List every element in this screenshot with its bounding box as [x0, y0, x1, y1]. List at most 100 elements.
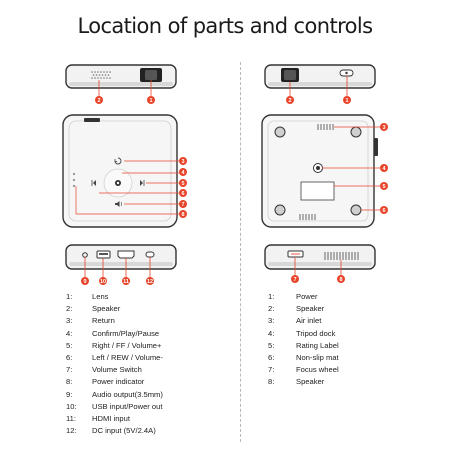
- callout-right-bottom-5: 5: [380, 182, 388, 190]
- focus-wheel-icon: [287, 250, 304, 258]
- svg-text:2: 2: [288, 98, 291, 104]
- legend-number: 6:: [268, 353, 275, 363]
- legend-number: 9:: [66, 389, 73, 399]
- svg-text:7: 7: [181, 202, 184, 208]
- svg-text:8: 8: [181, 212, 184, 218]
- callout-right-bottom-4: 4: [380, 164, 388, 172]
- tripod-dock-icon: [313, 163, 323, 173]
- callout-left-back-11: 11: [122, 277, 130, 285]
- legend-label: Power: [296, 292, 318, 301]
- legend-label: Speaker: [92, 304, 121, 314]
- legend-row: 1:Lens: [66, 291, 163, 303]
- svg-text:6: 6: [181, 191, 184, 197]
- legend-row: 3: Air inlet: [268, 315, 339, 327]
- volume-switch-icon: [115, 201, 123, 207]
- return-icon: [114, 157, 122, 165]
- svg-text:8: 8: [339, 277, 342, 283]
- legend-row: 9:Audio output(3.5mm): [66, 389, 163, 401]
- speaker-grille: [91, 71, 111, 79]
- parts-diagram: 2 1: [62, 64, 388, 285]
- dc-input-port-icon: [145, 251, 155, 258]
- legend-row: 8: Speaker: [268, 376, 339, 388]
- legend-label: Left / REW / Volume-: [92, 353, 163, 363]
- svg-text:12: 12: [147, 279, 153, 285]
- legend-label: DC input (5V/2.4A): [92, 426, 156, 436]
- callout-left-front-1: 1: [147, 96, 155, 104]
- callout-right-front-2: 2: [286, 96, 294, 104]
- confirm-play-pause-icon: [103, 168, 133, 198]
- svg-text:5: 5: [382, 184, 385, 190]
- svg-text:3: 3: [382, 125, 385, 131]
- legend-label: Right / FF / Volume+: [92, 340, 162, 350]
- legend-row: 6: Left / REW / Volume-: [66, 352, 163, 364]
- legend-row: 4: Tripod dock: [268, 328, 339, 340]
- legend-row: 5: Rating Label: [268, 340, 339, 352]
- legend-number: 11:: [66, 414, 76, 424]
- legend-number: 5:: [268, 340, 275, 350]
- legend-row: 10:USB input/Power out: [66, 401, 163, 413]
- svg-text:2: 2: [97, 98, 100, 104]
- legend-label: Focus wheel: [296, 365, 339, 375]
- focus-wheel-edge: [374, 138, 378, 156]
- legend-number: 5:: [66, 340, 73, 350]
- left-top-view: 3 4 5 6 7 8: [62, 114, 187, 228]
- legend-number: 8:: [66, 377, 73, 387]
- callout-left-top-3: 3: [179, 157, 187, 165]
- legend-label: Power indicator: [92, 377, 145, 387]
- legend-number: 3:: [268, 316, 275, 326]
- right-parts-legend: 1: Power 2:Speaker 3: Air inlet 4: Tripod d…: [268, 291, 339, 389]
- legend-row: 2:Speaker: [268, 303, 339, 315]
- legend-row: 8: Power indicator: [66, 376, 163, 388]
- legend-number: 7:: [268, 365, 275, 375]
- right-ff-icon: [140, 180, 145, 186]
- page-title: Location of parts and controls: [77, 14, 373, 38]
- legend-row: 7: Volume Switch: [66, 364, 163, 376]
- callout-right-bottom-6: 6: [380, 206, 388, 214]
- callout-left-back-10: 10: [99, 277, 107, 285]
- legend-row: 1: Power: [268, 291, 339, 303]
- air-inlet-icon: [317, 124, 334, 130]
- legend-label: Speaker: [296, 304, 325, 314]
- legend-number: 8:: [268, 377, 275, 387]
- left-front-view: 2 1: [65, 64, 177, 104]
- legend-number: 1:: [268, 292, 275, 301]
- callout-left-top-4: 4: [179, 168, 187, 176]
- legend-label: Tripod dock: [296, 328, 336, 338]
- side-speaker-grille-icon: [324, 252, 359, 260]
- callout-left-top-8: 8: [179, 210, 187, 218]
- left-back-view: 9 10 11 12: [65, 244, 177, 285]
- legend-row: 2: Speaker: [66, 303, 163, 315]
- hdmi-port-icon: [117, 250, 135, 259]
- legend-label: Volume Switch: [92, 365, 142, 375]
- left-rew-icon: [91, 180, 96, 186]
- lens-icon: [281, 68, 299, 82]
- legend-row: 7: Focus wheel: [268, 364, 339, 376]
- legend-label: Non-slip mat: [296, 353, 339, 363]
- legend-number: 4:: [268, 328, 275, 338]
- rating-label-icon: [300, 181, 335, 201]
- callout-right-side-7: 7: [291, 275, 299, 283]
- svg-text:3: 3: [181, 159, 184, 165]
- svg-text:4: 4: [382, 166, 386, 172]
- legend-number: 2:: [66, 304, 73, 314]
- legend-label: Rating Label: [296, 340, 339, 350]
- legend-number: 7:: [66, 365, 73, 375]
- legend-number: 3:: [66, 316, 73, 326]
- legend-label: Air inlet: [296, 316, 322, 326]
- legend-row: 11: HDMI input: [66, 413, 163, 425]
- right-front-view: 2 1: [264, 64, 376, 104]
- legend-label: Speaker: [296, 377, 325, 387]
- legend-label: USB input/Power out: [92, 401, 163, 411]
- legend-label: Return: [92, 316, 115, 326]
- svg-text:6: 6: [382, 208, 385, 214]
- svg-text:10: 10: [100, 279, 106, 285]
- callout-right-side-8: 8: [337, 275, 345, 283]
- legend-label: Lens: [92, 292, 109, 301]
- legend-label: HDMI input: [92, 414, 130, 424]
- legend-row: 4:Confirm/Play/Pause: [66, 328, 163, 340]
- right-side-view: 7 8: [264, 244, 376, 283]
- svg-text:1: 1: [345, 98, 348, 104]
- legend-number: 6:: [66, 353, 73, 363]
- legend-row: 5: Right / FF / Volume+: [66, 340, 163, 352]
- callout-left-top-7: 7: [179, 200, 187, 208]
